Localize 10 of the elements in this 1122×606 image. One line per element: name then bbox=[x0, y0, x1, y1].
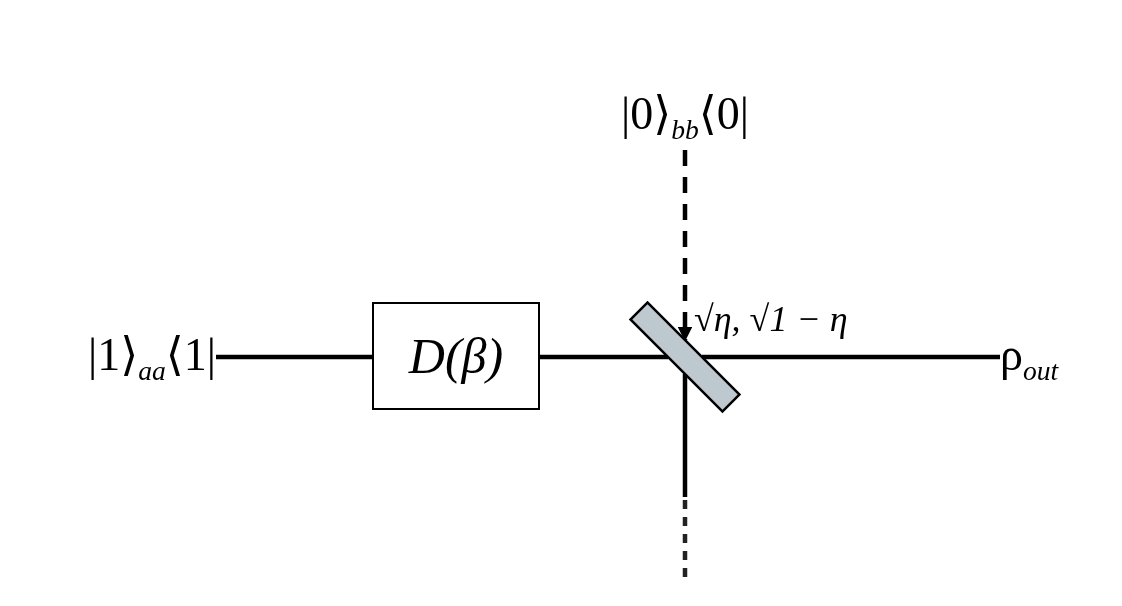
state-label: ρ$_{out}$ bbox=[1000, 322, 1120, 392]
operator-box: D(β) bbox=[372, 302, 540, 410]
beam-line bbox=[682, 373, 688, 497]
beam-line bbox=[216, 354, 372, 360]
state-label: |0⟩$_{bb}$⟨0| bbox=[582, 82, 788, 150]
beam-line bbox=[540, 354, 669, 360]
beam-line bbox=[701, 354, 1000, 360]
state-label: |1⟩$_{aa}$⟨1| bbox=[4, 322, 216, 392]
coefficient-label: √η, √1 − η bbox=[694, 298, 848, 340]
arrow bbox=[677, 150, 693, 342]
